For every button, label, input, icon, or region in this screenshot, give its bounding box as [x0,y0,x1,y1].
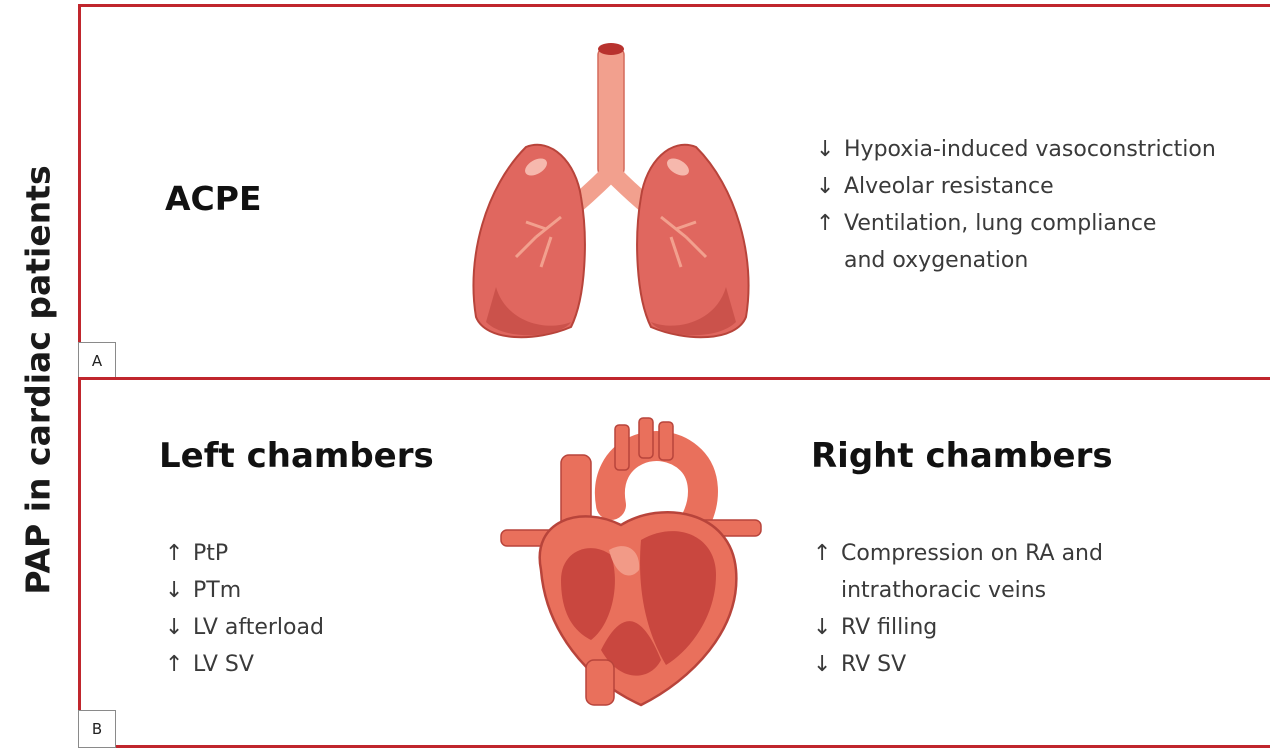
down-arrow-icon: ↓ [813,609,841,646]
panel-a: ACPE ↓Hypoxia-induced vasoconstriction ↓… [78,4,1270,380]
down-arrow-icon: ↓ [816,131,844,168]
left-effect-3: ↓LV afterload [165,609,324,646]
left-chambers-heading: Left chambers [159,436,434,476]
left-effect-2: ↓PTm [165,572,324,609]
acpe-effect-2: ↓Alveolar resistance [816,168,1216,205]
acpe-effect-1: ↓Hypoxia-induced vasoconstriction [816,131,1216,168]
right-effect-1: ↑Compression on RA and [813,535,1103,572]
acpe-effect-3-continued: and oxygenation [816,242,1216,279]
right-effect-2: ↓RV filling [813,609,1103,646]
up-arrow-icon: ↑ [165,646,193,683]
down-arrow-icon: ↓ [165,572,193,609]
panel-b: Left chambers Right chambers ↑PtP ↓PTm ↓… [78,377,1270,748]
down-arrow-icon: ↓ [165,609,193,646]
panel-b-letter: B [78,710,116,748]
up-arrow-icon: ↑ [165,535,193,572]
up-arrow-icon: ↑ [813,535,841,572]
up-arrow-icon: ↑ [816,205,844,242]
acpe-effect-3: ↑Ventilation, lung compliance [816,205,1216,242]
heart-illustration [491,410,771,710]
side-title: PAP in cardiac patients [0,0,76,748]
left-chambers-effects-list: ↑PtP ↓PTm ↓LV afterload ↑LV SV [165,535,324,683]
right-chambers-heading: Right chambers [811,436,1113,476]
down-arrow-icon: ↓ [813,646,841,683]
left-effect-4: ↑LV SV [165,646,324,683]
left-effect-1: ↑PtP [165,535,324,572]
lungs-illustration [466,37,756,347]
panel-a-letter: A [78,342,116,380]
right-effect-1-continued: intrathoracic veins [813,572,1103,609]
acpe-heading: ACPE [165,179,262,218]
acpe-effects-list: ↓Hypoxia-induced vasoconstriction ↓Alveo… [816,131,1216,279]
right-effect-3: ↓RV SV [813,646,1103,683]
right-chambers-effects-list: ↑Compression on RA and intrathoracic vei… [813,535,1103,683]
side-title-text: PAP in cardiac patients [19,165,58,594]
down-arrow-icon: ↓ [816,168,844,205]
